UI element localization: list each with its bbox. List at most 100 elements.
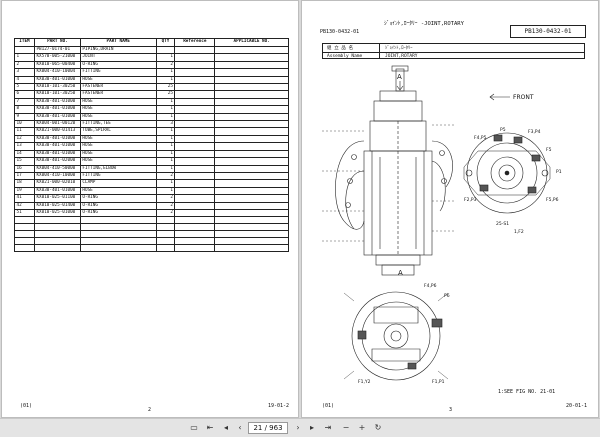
assembly-value-jp: ｼﾞｮｲﾝﾄ,ﾛｰﾀﾘｰ bbox=[385, 46, 413, 51]
cell-empty bbox=[214, 112, 289, 122]
callout-f1y2: F1,Y2 bbox=[358, 379, 371, 385]
cell-empty bbox=[174, 208, 216, 218]
cell-empty bbox=[214, 171, 289, 181]
callout-25-s1: 25-S1 bbox=[496, 221, 509, 227]
cell-qty: 3 bbox=[155, 120, 176, 129]
left-page: ITEM PART NO. PART NAME QTY Reference AP… bbox=[1, 0, 299, 418]
plan-view-top: F4,P5 F3,P4 F5 F5,P6 F2,P3 P5 P1 25-S1 1… bbox=[463, 127, 562, 235]
cell-empty bbox=[174, 97, 216, 107]
right-footer-date: 20-01-1 bbox=[566, 403, 588, 409]
assembly-value-en: JOINT,ROTARY bbox=[385, 54, 418, 59]
cell-name: HOSE bbox=[79, 75, 157, 85]
cell-qty bbox=[155, 45, 176, 55]
rotate-icon[interactable]: ↻ bbox=[374, 423, 382, 432]
cell-empty bbox=[174, 149, 216, 159]
cell-empty bbox=[79, 223, 157, 232]
cell-empty bbox=[174, 83, 216, 92]
rotary-joint-diagram: A FRONT bbox=[322, 65, 562, 385]
next-page-icon[interactable]: ▸ bbox=[309, 423, 314, 432]
prev-arrow-icon[interactable]: ‹ bbox=[238, 423, 242, 432]
cell-name: FITTING bbox=[79, 68, 157, 77]
cell-item: 4 bbox=[14, 75, 35, 85]
cell-qty: 2 bbox=[155, 208, 176, 218]
page-heading: ｼﾞｮｲﾝﾄ,ﾛｰﾀﾘｰ -JOINT,ROTARY bbox=[384, 21, 464, 27]
cell-item: 5 bbox=[14, 83, 35, 92]
cell-empty bbox=[174, 171, 216, 181]
cell-empty bbox=[174, 120, 216, 129]
last-page-icon[interactable]: ⇥ bbox=[324, 423, 332, 432]
zoom-in-icon[interactable]: + bbox=[358, 423, 366, 432]
cell-part-no: KX030-401-01000 bbox=[33, 75, 81, 85]
cell-item: 9 bbox=[14, 112, 35, 122]
cell-empty bbox=[14, 244, 35, 253]
cell-part-no: KX030-401-01000 bbox=[33, 134, 81, 144]
cell-empty bbox=[214, 83, 289, 92]
cell-item: 41 bbox=[14, 194, 35, 203]
cell-name: HOSE bbox=[79, 134, 157, 144]
callout-f3p4: F3,P4 bbox=[528, 129, 541, 135]
cell-empty bbox=[14, 230, 35, 239]
header-item: ITEM bbox=[14, 38, 35, 47]
callout-p1: P1 bbox=[556, 169, 562, 175]
doc-reference: PB130-0432-01 bbox=[320, 29, 360, 35]
cell-name: HOSE bbox=[79, 142, 157, 151]
cell-qty: 1 bbox=[155, 112, 176, 122]
right-page: PB130-0432-01 ｼﾞｮｲﾝﾄ,ﾛｰﾀﾘｰ -JOINT,ROTARY… bbox=[301, 0, 599, 418]
cell-name: HOSE bbox=[79, 149, 157, 159]
cell-part-no: KX030-401-01000 bbox=[33, 112, 81, 122]
cell-part-no: KX010-101-30250 bbox=[33, 83, 81, 92]
cell-empty bbox=[214, 230, 289, 239]
cell-item: 15 bbox=[14, 157, 35, 166]
cell-item: 51 bbox=[14, 208, 35, 218]
page-indicator-input[interactable]: 21 / 963 bbox=[248, 422, 288, 434]
cell-qty: 1 bbox=[155, 134, 176, 144]
cell-empty bbox=[214, 186, 289, 196]
cell-empty bbox=[214, 127, 289, 136]
first-page-icon[interactable]: ⇤ bbox=[206, 423, 214, 432]
cell-name: HOSE bbox=[79, 112, 157, 122]
cell-part-no: KX030-401-01000 bbox=[33, 97, 81, 107]
cell-qty: 1 bbox=[155, 157, 176, 166]
cell-empty bbox=[214, 134, 289, 144]
cell-empty bbox=[214, 216, 289, 225]
cell-name: O-RING bbox=[79, 60, 157, 70]
cell-part-no: KX030-401-01000 bbox=[33, 186, 81, 196]
cell-empty bbox=[214, 179, 289, 188]
cell-empty bbox=[174, 142, 216, 151]
cell-item: 11 bbox=[14, 127, 35, 136]
parts-table: ITEM PART NO. PART NAME QTY Reference AP… bbox=[14, 38, 289, 253]
cell-name: PIPING,DRAIN bbox=[79, 45, 157, 55]
cell-part-no: KX021-000-02010 bbox=[33, 179, 81, 188]
header-part-name: PART NAME bbox=[79, 38, 157, 47]
cell-name: O-RING bbox=[79, 194, 157, 203]
cell-qty: 1 bbox=[155, 142, 176, 151]
cell-part-no: KX010-025-01400 bbox=[33, 201, 81, 210]
cell-empty bbox=[214, 105, 289, 114]
cell-qty: 1 bbox=[155, 149, 176, 159]
zoom-out-icon[interactable]: − bbox=[342, 423, 350, 432]
cell-item: 14 bbox=[14, 149, 35, 159]
cell-empty bbox=[79, 237, 157, 246]
cell-name: HOSE bbox=[79, 186, 157, 196]
cell-empty bbox=[14, 237, 35, 246]
callout-f1p1: F1,P1 bbox=[432, 379, 445, 385]
cell-empty bbox=[174, 216, 216, 225]
cell-name: JOINT bbox=[79, 53, 157, 62]
prev-page-icon[interactable]: ◂ bbox=[223, 423, 228, 432]
cell-empty bbox=[174, 105, 216, 114]
assembly-title-box: 組 立 品 名 ｼﾞｮｲﾝﾄ,ﾛｰﾀﾘｰ Assembly Name JOINT… bbox=[322, 43, 585, 59]
callout-p6: P6 bbox=[444, 293, 450, 299]
header-reference: Reference bbox=[174, 38, 216, 47]
callout-p5: P5 bbox=[500, 127, 506, 133]
cell-qty: 1 bbox=[155, 53, 176, 62]
next-arrow-icon[interactable]: › bbox=[296, 423, 300, 432]
fit-page-icon[interactable]: ▭ bbox=[190, 423, 198, 432]
